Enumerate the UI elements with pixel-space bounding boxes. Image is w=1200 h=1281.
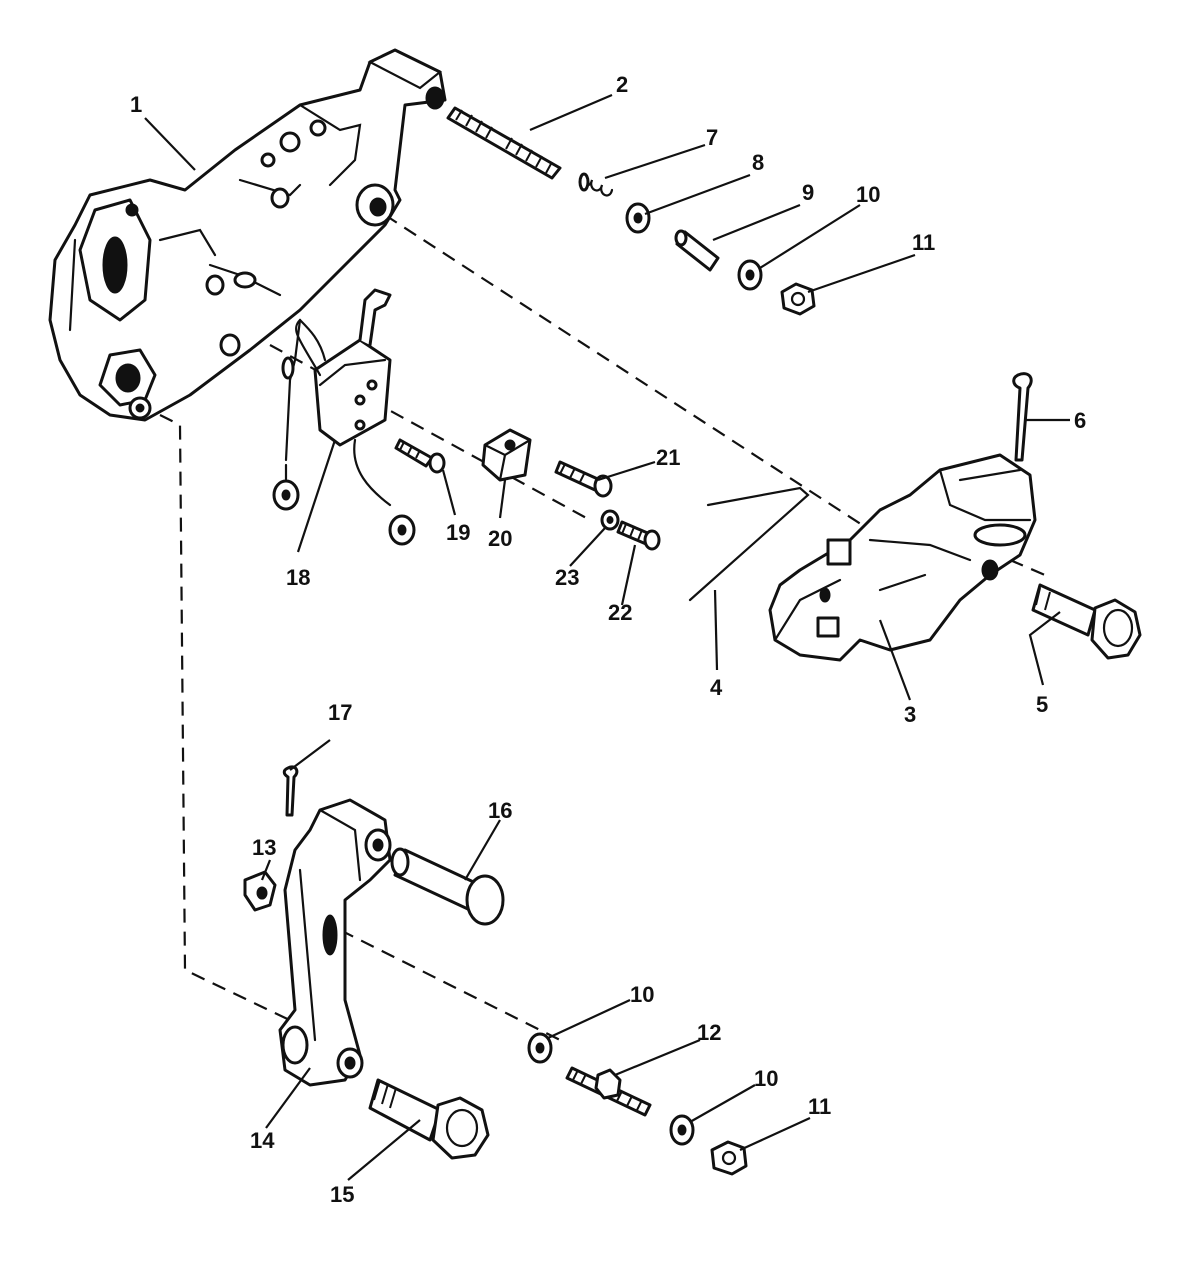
callout-16: 16 — [488, 798, 512, 823]
callout-23: 23 — [555, 565, 579, 590]
part-15-bolt — [368, 1078, 490, 1160]
callout-11-upper: 11 — [912, 230, 935, 255]
part-11-nut-lower — [710, 1140, 748, 1176]
part-1-bracket — [48, 48, 447, 422]
part-8-washer — [625, 202, 651, 234]
part-21-screw — [554, 460, 613, 498]
callout-19: 19 — [446, 520, 470, 545]
part-7-spring — [578, 172, 614, 197]
part-17-cotter-pin — [282, 765, 299, 817]
part-4-spring-wire — [688, 486, 810, 602]
callout-5: 5 — [1036, 692, 1048, 717]
part-14-link — [278, 798, 392, 1087]
callout-9: 9 — [802, 180, 814, 205]
callout-10-middle: 10 — [630, 982, 654, 1007]
alignment-lines — [159, 214, 1046, 1041]
callout-21: 21 — [656, 445, 680, 470]
callout-4: 4 — [710, 675, 723, 700]
part-12-stud — [565, 1066, 652, 1117]
callout-22: 22 — [608, 600, 632, 625]
part-22-screw — [616, 520, 661, 551]
part-16-pin — [390, 847, 505, 926]
part-10-washer-upper — [737, 259, 763, 291]
callout-3: 3 — [904, 702, 916, 727]
callout-10-upper: 10 — [856, 182, 880, 207]
part-5-bolt — [1031, 583, 1142, 660]
part-9-spacer — [674, 229, 720, 272]
callout-labels: 1 2 3 4 5 6 7 8 9 10 11 10 10 11 12 13 1… — [130, 72, 1086, 1207]
part-11-nut-upper — [780, 282, 816, 316]
part-10-washer-lower — [669, 1114, 695, 1146]
part-23-washer — [600, 509, 620, 531]
callout-8: 8 — [752, 150, 764, 175]
callout-15: 15 — [330, 1182, 354, 1207]
callout-10-lower: 10 — [754, 1066, 778, 1091]
callout-20: 20 — [488, 526, 512, 551]
part-10-washer-middle — [527, 1032, 553, 1064]
part-20-block — [481, 428, 532, 482]
callout-14: 14 — [250, 1128, 275, 1153]
part-3-lever — [768, 453, 1037, 662]
part-19-screw — [394, 438, 446, 474]
part-18-switch — [272, 288, 416, 546]
callout-13: 13 — [252, 835, 276, 860]
part-13-clip — [243, 870, 277, 912]
callout-17: 17 — [328, 700, 352, 725]
callout-7: 7 — [706, 125, 718, 150]
callout-1: 1 — [130, 92, 142, 117]
callout-2: 2 — [616, 72, 628, 97]
leader-lines — [144, 93, 1070, 1181]
callout-11-lower: 11 — [808, 1094, 831, 1119]
part-6-cotter-pin — [1012, 372, 1033, 462]
callout-12: 12 — [697, 1020, 721, 1045]
callout-6: 6 — [1074, 408, 1086, 433]
callout-18: 18 — [286, 565, 310, 590]
part-2-stud — [446, 106, 562, 180]
